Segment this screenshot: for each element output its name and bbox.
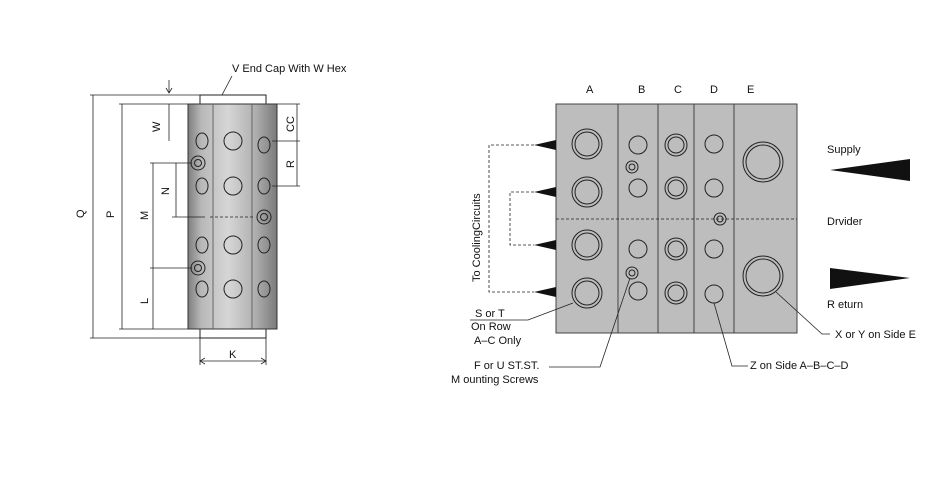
hole bbox=[195, 280, 209, 298]
hole bbox=[195, 177, 209, 195]
z-leader bbox=[713, 302, 748, 367]
cooling-loop-outer bbox=[488, 144, 534, 293]
end-cap-leader bbox=[221, 75, 233, 96]
return-arrow-icon bbox=[830, 268, 910, 289]
dim-n: N bbox=[160, 187, 172, 195]
x-or-y-label: X or Y on Side E bbox=[835, 329, 916, 341]
right-holes bbox=[257, 136, 271, 298]
hole bbox=[223, 176, 243, 196]
cooling-label: To CoolingCircuits bbox=[471, 193, 483, 282]
right-view: A B C D E bbox=[451, 84, 916, 386]
x-or-y-leader bbox=[775, 291, 830, 335]
arrow-icon bbox=[534, 187, 556, 197]
hole bbox=[223, 131, 243, 151]
supply-arrow-icon bbox=[830, 159, 910, 181]
z-label: Z on Side A–B–C–D bbox=[750, 360, 849, 372]
hole bbox=[223, 279, 243, 299]
hole bbox=[195, 236, 209, 254]
d-holes bbox=[704, 134, 727, 304]
dim-k: K bbox=[229, 349, 237, 361]
on-row-label: On Row bbox=[471, 321, 511, 333]
f-or-u-leader bbox=[549, 277, 631, 368]
b-holes bbox=[625, 135, 648, 301]
hole bbox=[257, 177, 271, 195]
dim-q: Q bbox=[75, 209, 87, 218]
dim-r: R bbox=[285, 160, 297, 168]
block-c bbox=[657, 103, 695, 334]
cooling-loop-inner bbox=[509, 191, 534, 246]
column-label-c: C bbox=[674, 84, 682, 96]
hole bbox=[195, 132, 209, 150]
left-holes bbox=[195, 132, 209, 298]
arrow-icon bbox=[534, 140, 556, 150]
hole bbox=[257, 136, 271, 154]
dim-cc: CC bbox=[285, 116, 297, 132]
a-holes bbox=[571, 128, 603, 309]
column-label-a: A bbox=[586, 84, 594, 96]
dim-m: M bbox=[139, 211, 151, 220]
f-or-u-label: F or U ST.ST. bbox=[474, 360, 539, 372]
e-holes bbox=[742, 141, 784, 297]
return-label: R eturn bbox=[827, 299, 863, 311]
dim-l: L bbox=[139, 298, 151, 304]
hole bbox=[257, 236, 271, 254]
block-a bbox=[555, 103, 619, 334]
mounting-screws-label: M ounting Screws bbox=[451, 374, 539, 386]
column-label-b: B bbox=[638, 84, 645, 96]
center-holes bbox=[223, 131, 243, 299]
s-or-t-label: S or T bbox=[475, 308, 505, 320]
left-view: V End Cap With W Hex Q P W N M L bbox=[75, 63, 347, 365]
a-c-only-label: A–C Only bbox=[474, 335, 522, 347]
dim-w: W bbox=[151, 121, 163, 132]
arrow-icon bbox=[534, 287, 556, 297]
s-or-t-leader bbox=[470, 302, 574, 321]
hole bbox=[257, 280, 271, 298]
column-label-e: E bbox=[747, 84, 754, 96]
block-b bbox=[617, 103, 659, 334]
supply-label: Supply bbox=[827, 144, 861, 156]
manifold-body bbox=[187, 103, 278, 330]
arrow-icon bbox=[534, 240, 556, 250]
c-holes bbox=[664, 133, 688, 305]
divider-screw bbox=[256, 209, 272, 225]
dim-p: P bbox=[105, 211, 117, 218]
column-label-d: D bbox=[710, 84, 718, 96]
hole bbox=[223, 235, 243, 255]
divider-label: Drvider bbox=[827, 216, 863, 228]
block-e bbox=[733, 103, 798, 334]
end-cap-label: V End Cap With W Hex bbox=[232, 63, 347, 75]
